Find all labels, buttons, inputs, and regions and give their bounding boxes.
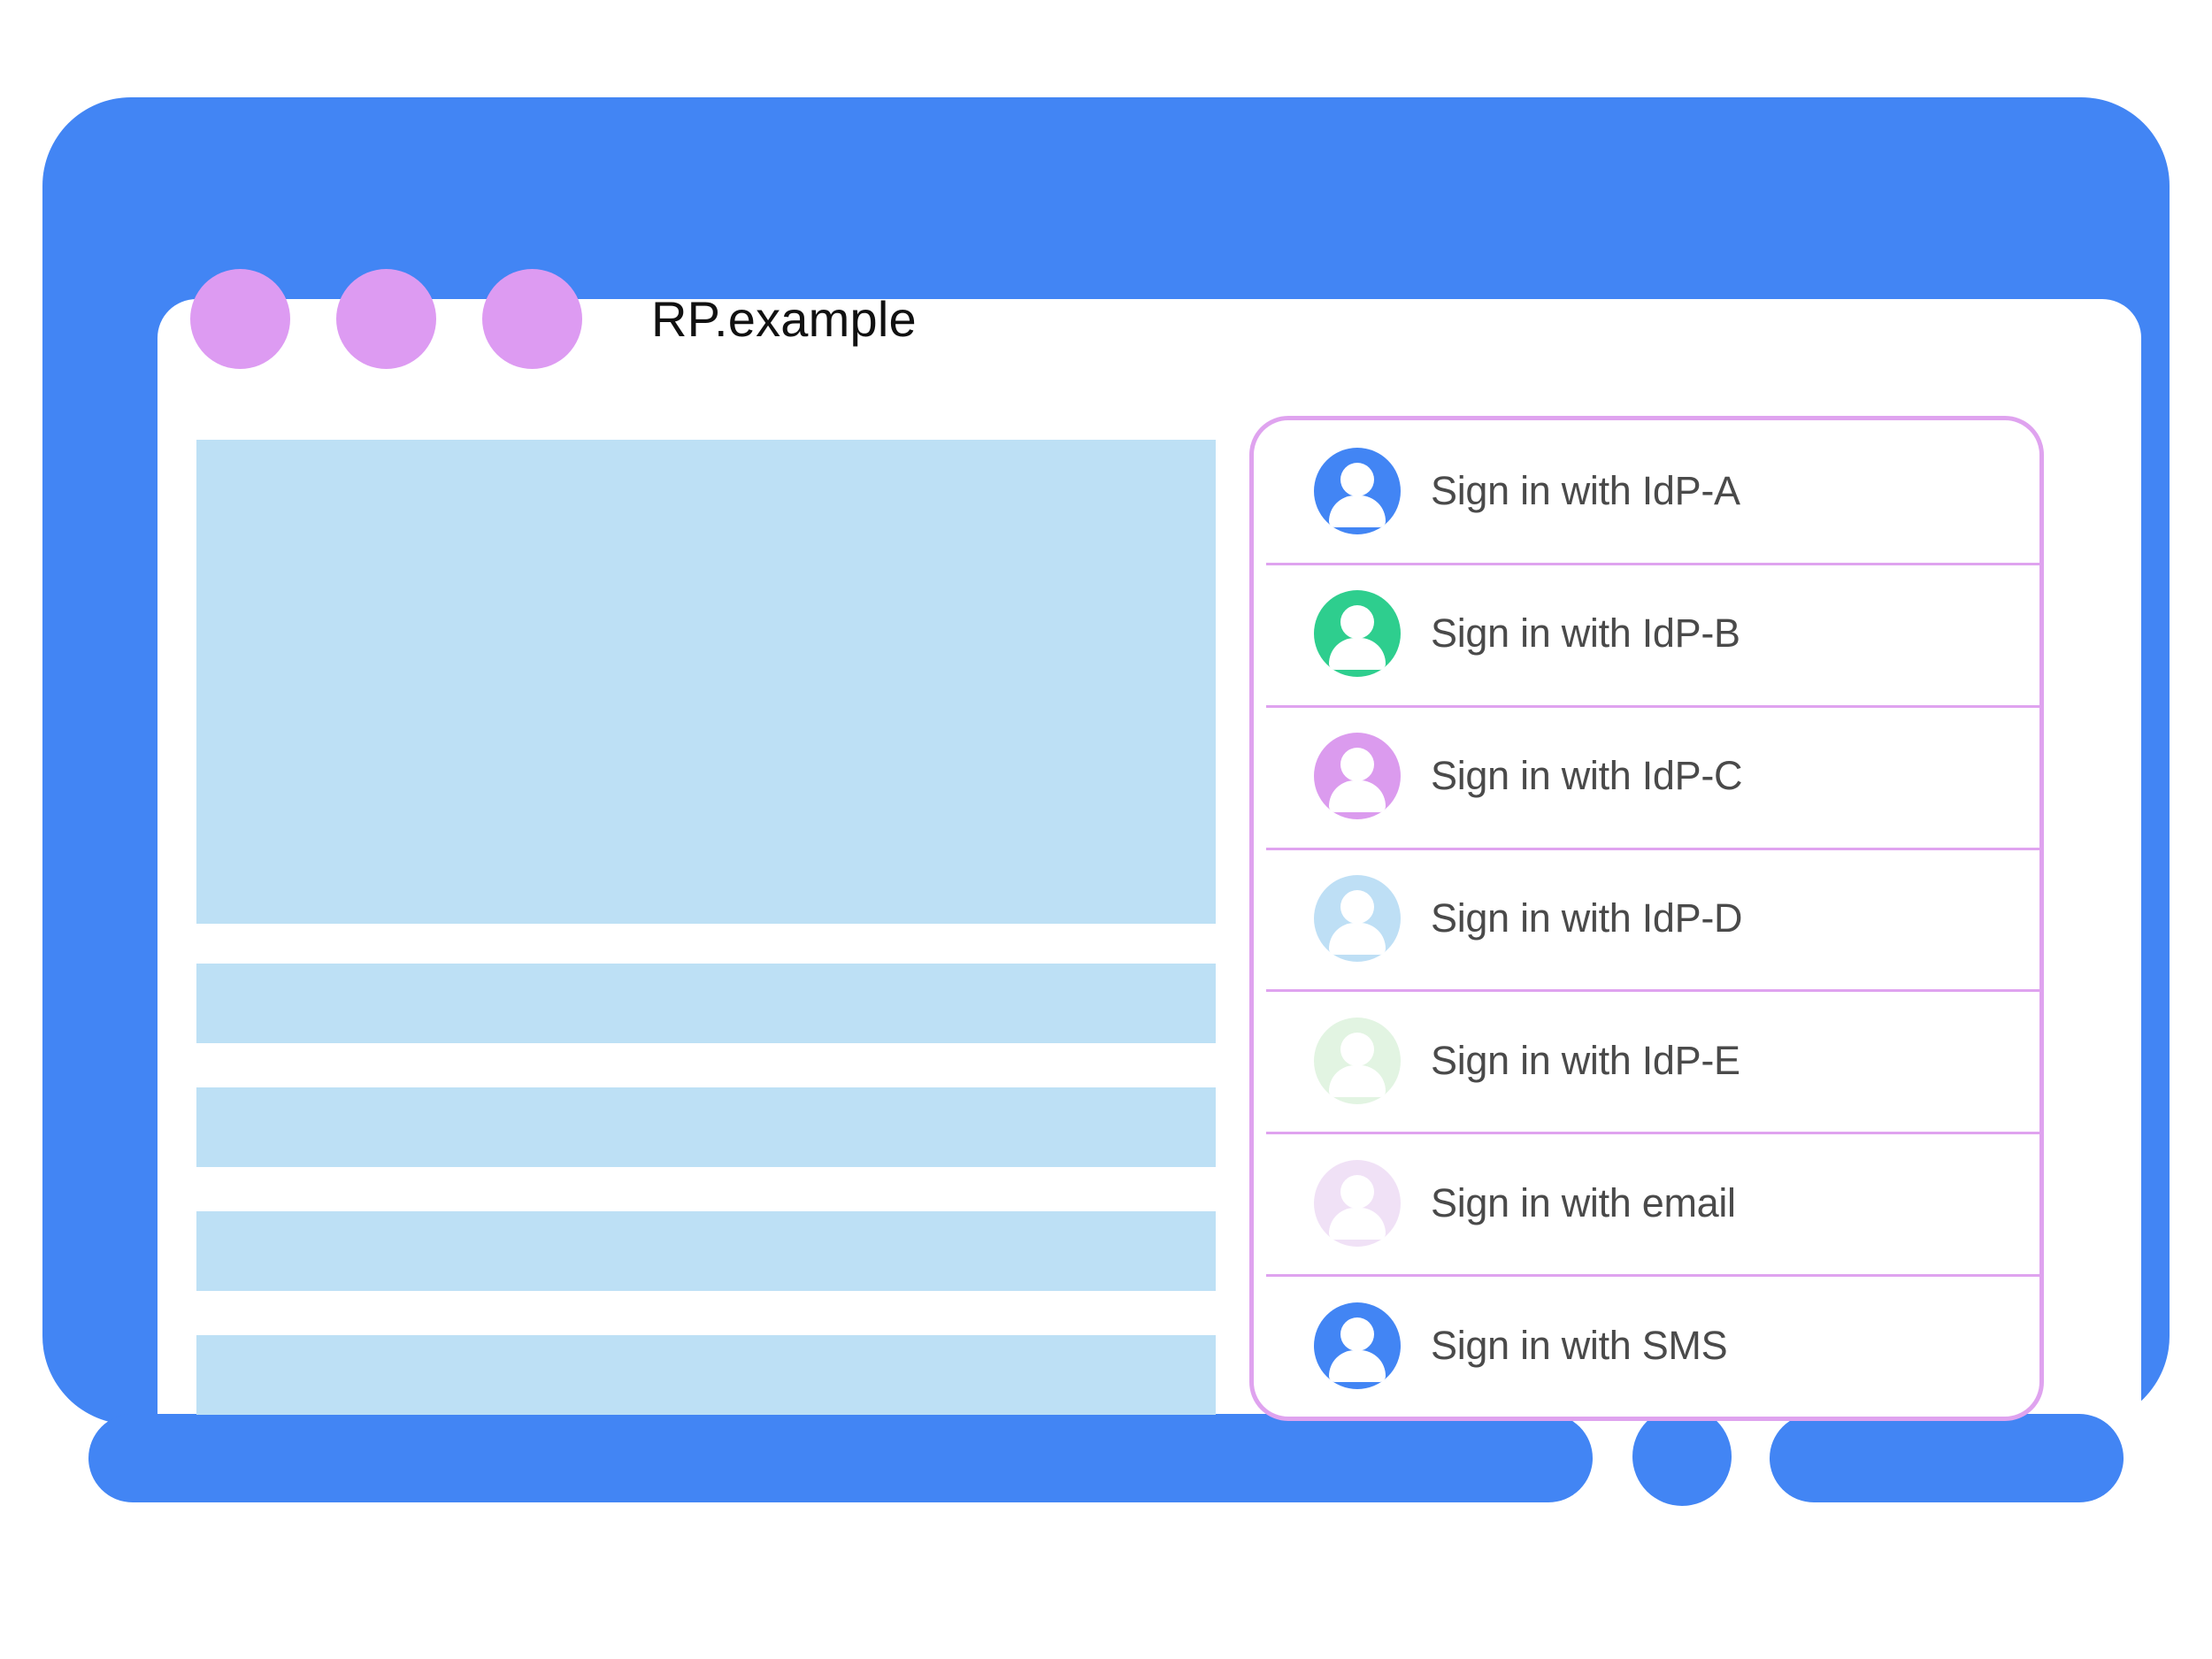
sign-in-option-idp-d[interactable]: Sign in with IdP-D — [1254, 847, 2039, 990]
avatar-body-shape — [1329, 780, 1386, 813]
home-button[interactable] — [1632, 1407, 1732, 1506]
window-dot-close-icon[interactable] — [190, 268, 290, 369]
avatar-body-shape — [1329, 638, 1386, 671]
account-avatar-icon — [1314, 733, 1401, 820]
sign-in-option-label: Sign in with email — [1431, 1179, 1736, 1225]
line-placeholder-1 — [196, 964, 1216, 1043]
avatar-head-shape — [1340, 1317, 1374, 1351]
line-placeholder-2 — [196, 1087, 1216, 1167]
avatar-head-shape — [1340, 1032, 1374, 1066]
avatar-body-shape — [1329, 923, 1386, 955]
account-avatar-icon — [1314, 448, 1401, 535]
account-avatar-icon — [1314, 1159, 1401, 1247]
window-dot-minimize-icon[interactable] — [336, 268, 436, 369]
sign-in-option-idp-e[interactable]: Sign in with IdP-E — [1254, 989, 2039, 1132]
account-chooser-list: Sign in with IdP-A Sign in with IdP-B Si… — [1254, 420, 2039, 1417]
avatar-body-shape — [1329, 495, 1386, 528]
sign-in-option-label: Sign in with IdP-D — [1431, 895, 1743, 941]
account-avatar-icon — [1314, 1302, 1401, 1389]
account-chooser-dialog: Sign in with IdP-A Sign in with IdP-B Si… — [1249, 416, 2044, 1421]
page-title: RP.example — [651, 290, 917, 347]
sign-in-option-idp-c[interactable]: Sign in with IdP-C — [1254, 704, 2039, 848]
sign-in-option-label: Sign in with IdP-B — [1431, 611, 1740, 657]
bezel-bottom-right — [1770, 1414, 2124, 1502]
sign-in-option-label: Sign in with IdP-E — [1431, 1037, 1740, 1083]
line-placeholder-4 — [196, 1335, 1216, 1415]
sign-in-option-sms[interactable]: Sign in with SMS — [1254, 1274, 2039, 1417]
sign-in-option-email[interactable]: Sign in with email — [1254, 1132, 2039, 1274]
hero-placeholder — [196, 440, 1216, 924]
browser-titlebar: RP.example — [190, 265, 917, 372]
sign-in-option-idp-b[interactable]: Sign in with IdP-B — [1254, 562, 2039, 705]
page-content-placeholders — [196, 440, 1216, 1415]
line-placeholder-3 — [196, 1211, 1216, 1291]
avatar-body-shape — [1329, 1064, 1386, 1097]
sign-in-option-idp-a[interactable]: Sign in with IdP-A — [1254, 420, 2039, 563]
avatar-head-shape — [1340, 463, 1374, 497]
avatar-head-shape — [1340, 1174, 1374, 1209]
sign-in-option-label: Sign in with IdP-C — [1431, 753, 1743, 799]
account-avatar-icon — [1314, 590, 1401, 678]
bezel-bottom-left — [88, 1414, 1593, 1502]
sign-in-option-label: Sign in with IdP-A — [1431, 468, 1740, 514]
avatar-body-shape — [1329, 1207, 1386, 1240]
avatar-head-shape — [1340, 890, 1374, 924]
sign-in-option-label: Sign in with SMS — [1431, 1322, 1728, 1368]
avatar-head-shape — [1340, 748, 1374, 782]
avatar-body-shape — [1329, 1349, 1386, 1382]
window-dot-maximize-icon[interactable] — [482, 268, 582, 369]
account-avatar-icon — [1314, 875, 1401, 962]
account-avatar-icon — [1314, 1017, 1401, 1104]
avatar-head-shape — [1340, 605, 1374, 640]
